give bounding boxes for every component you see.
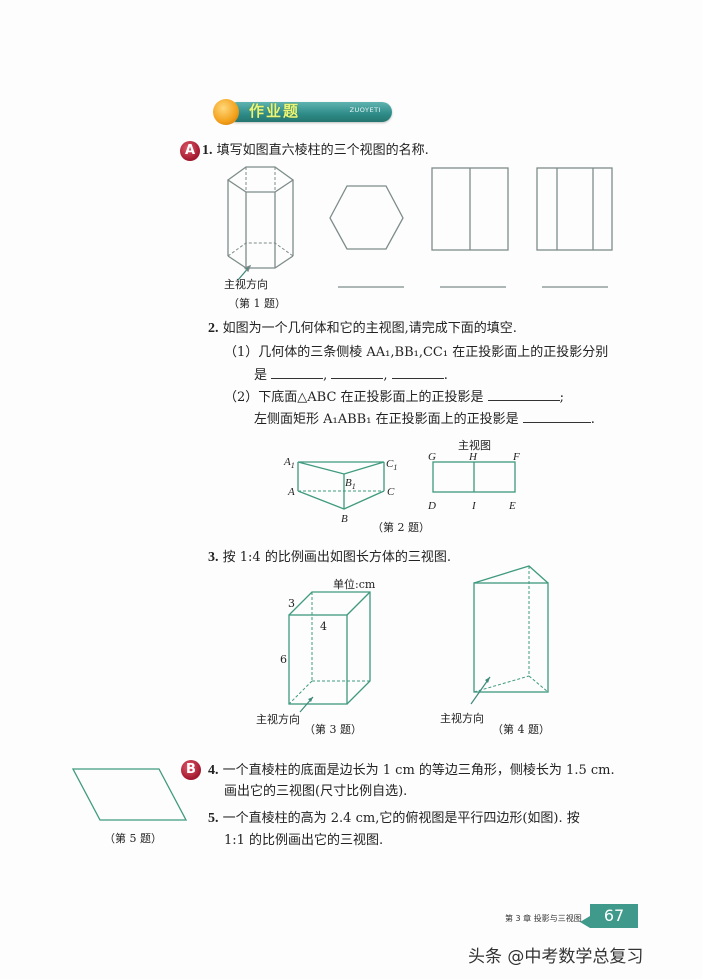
q4-line2: 画出它的三视图(尺寸比例自选). xyxy=(224,784,408,799)
front-view-title: 主视图 xyxy=(458,439,491,452)
question-text: 一个直棱柱的高为 2.4 cm,它的俯视图是平行四边形(如图). 按 xyxy=(222,811,580,826)
fig1-caption: （第 1 题） xyxy=(228,297,286,310)
q2-part2-text2: 左侧面矩形 A₁ABB₁ 在正投影面上的正投影是 xyxy=(254,412,519,427)
question-number: 2. xyxy=(208,321,219,336)
question-number: 3. xyxy=(208,550,219,565)
answer-blank-cc1[interactable] xyxy=(391,366,444,379)
section-a-badge: A xyxy=(180,141,200,161)
question-3: 3. 按 1:4 的比例画出如图长方体的三视图. xyxy=(208,549,451,567)
page-number: 67 xyxy=(580,904,638,928)
question-number: 1. xyxy=(202,143,213,158)
fig3-arrow-label: 主视方向 xyxy=(256,713,300,726)
fig4-arrow-label: 主视方向 xyxy=(440,712,484,725)
svg-text:A: A xyxy=(287,486,295,498)
answer-blank-aa1[interactable] xyxy=(271,366,324,379)
orange-ball-icon xyxy=(213,99,239,125)
question-text: 填写如图直六棱柱的三个视图的名称. xyxy=(216,143,429,158)
q2-part1-line1: （1）几何体的三条侧棱 AA₁,BB₁,CC₁ 在正投影面上的正投影分别 xyxy=(224,345,609,360)
svg-text:F: F xyxy=(512,451,520,463)
answer-blank-bb1[interactable] xyxy=(331,366,384,379)
banner-subtitle: ZUOYETI xyxy=(349,106,381,114)
svg-text:B: B xyxy=(341,513,348,525)
fig2-caption: （第 2 题） xyxy=(372,521,430,534)
punct: . xyxy=(590,412,595,427)
question-5: 5. 一个直棱柱的高为 2.4 cm,它的俯视图是平行四边形(如图). 按 xyxy=(208,810,580,828)
question-text: 一个直棱柱的底面是边长为 1 cm 的等边三角形，侧棱长为 1.5 cm. xyxy=(222,763,615,778)
dim-depth: 3 xyxy=(288,597,295,610)
question-number: 4. xyxy=(208,763,219,778)
q2-part2-line1: （2）下底面△ABC 在正投影面上的正投影是 ; xyxy=(224,388,564,407)
fig3-caption: （第 3 题） xyxy=(304,723,362,736)
question-1: 1. 填写如图直六棱柱的三个视图的名称. xyxy=(202,142,429,160)
q2-part1-prefix: 是 xyxy=(254,368,268,383)
q2-part1-line2: 是 , , . xyxy=(254,366,448,383)
q5-line2: 1:1 的比例画出它的三视图. xyxy=(224,833,384,848)
q2-part2-line2: 左侧面矩形 A₁ABB₁ 在正投影面上的正投影是 . xyxy=(254,410,595,429)
q2-part2-text: （2）下底面△ABC 在正投影面上的正投影是 xyxy=(224,390,484,405)
answer-blank-abc[interactable] xyxy=(487,388,560,401)
unit-label: 单位:cm xyxy=(333,578,376,591)
svg-text:B1: B1 xyxy=(345,477,356,491)
dim-height: 6 xyxy=(280,653,287,666)
watermark: 头条 @中考数学总复习 xyxy=(468,947,644,967)
section-b-badge: B xyxy=(181,760,201,780)
svg-text:C1: C1 xyxy=(386,458,397,472)
svg-text:A1: A1 xyxy=(283,456,295,470)
punct: ; xyxy=(559,390,565,405)
svg-text:G: G xyxy=(428,451,436,463)
homework-banner: 作业题 ZUOYETI xyxy=(205,97,395,125)
question-2: 2. 如图为一个几何体和它的主视图,请完成下面的填空. xyxy=(208,320,517,338)
svg-text:C: C xyxy=(387,486,395,498)
svg-text:D: D xyxy=(427,500,436,512)
question-text: 如图为一个几何体和它的主视图,请完成下面的填空. xyxy=(222,321,517,336)
question-4: 4. 一个直棱柱的底面是边长为 1 cm 的等边三角形，侧棱长为 1.5 cm. xyxy=(208,762,615,780)
banner-title: 作业题 xyxy=(249,102,301,120)
fig4-caption: （第 4 题） xyxy=(492,723,550,736)
fig1-arrow-label: 主视方向 xyxy=(224,278,268,291)
svg-text:I: I xyxy=(471,500,477,512)
question-number: 5. xyxy=(208,811,219,826)
svg-text:H: H xyxy=(468,451,478,463)
answer-blank-a1abb1[interactable] xyxy=(522,410,591,423)
question-text: 按 1:4 的比例画出如图长方体的三视图. xyxy=(222,550,451,565)
dim-width: 4 xyxy=(320,620,327,633)
svg-text:E: E xyxy=(508,500,516,512)
chapter-label: 第 3 章 投影与三视图 xyxy=(505,914,582,923)
fig5-caption: （第 5 题） xyxy=(104,832,162,845)
banner-bar xyxy=(227,102,392,122)
